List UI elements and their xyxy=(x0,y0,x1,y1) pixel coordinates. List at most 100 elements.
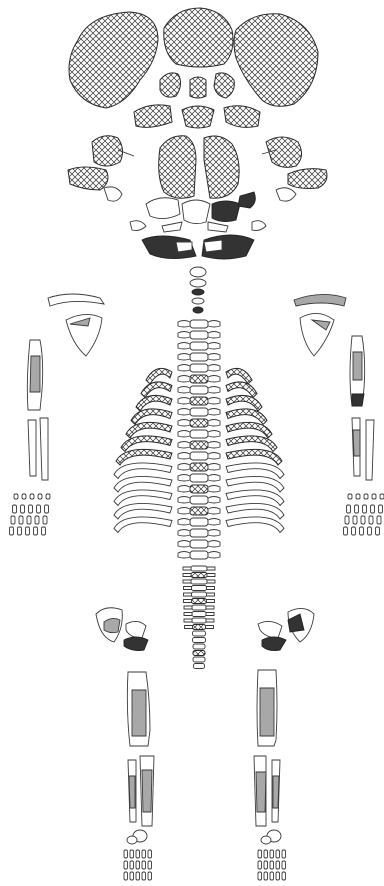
right-foot-bone-4-0 xyxy=(282,850,286,858)
left-hand-bone-1-2 xyxy=(19,516,23,524)
axis xyxy=(190,279,206,287)
right-foot-bone-1-0 xyxy=(264,850,268,858)
right-transverse-process-6 xyxy=(208,376,220,383)
left-maxilla xyxy=(68,167,108,190)
thoracic-vertebra-3 xyxy=(190,342,208,350)
lower-vertebra-10 xyxy=(193,625,206,630)
left-hand-bone-2-2 xyxy=(27,516,31,524)
thoracic-vertebra-15 xyxy=(190,474,208,482)
thoracic-vertebra-13 xyxy=(190,452,208,460)
right-foot xyxy=(258,830,286,880)
left-radius xyxy=(28,420,36,476)
right-hand-bone-4-3 xyxy=(376,527,380,535)
right-palatine xyxy=(238,192,255,208)
left-foot-bone-4-1 xyxy=(148,861,152,869)
right-hand-bone-2-3 xyxy=(360,527,364,535)
right-humerus-shaft xyxy=(353,352,362,380)
right-temporal-squama xyxy=(214,73,234,98)
right-hand-bone-1-0 xyxy=(356,494,360,499)
right-transverse-process-20 xyxy=(208,530,220,537)
thoracic-vertebra-17 xyxy=(190,496,208,504)
lower-left-process-10 xyxy=(185,626,193,629)
lower-right-process-8 xyxy=(206,613,214,616)
left-zygomatic xyxy=(92,136,123,166)
right-transverse-process-1 xyxy=(208,321,220,328)
left-foot-bone-4-0 xyxy=(148,850,152,858)
lumbar-sacral-vertebrae xyxy=(183,566,215,669)
lower-vertebra-11 xyxy=(193,631,206,636)
left-foot-bone-3-0 xyxy=(142,850,146,858)
lower-vertebra-8 xyxy=(192,612,206,617)
lower-vertebra-12 xyxy=(193,638,206,643)
left-hand-bone-0-3 xyxy=(10,527,14,535)
left-foot-bone-1-1 xyxy=(130,861,134,869)
right-transverse-process-21 xyxy=(208,541,220,548)
right-zygomatic xyxy=(266,137,302,167)
left-clavicle xyxy=(48,294,104,306)
right-hand-bone-1-3 xyxy=(352,527,356,535)
thoracic-vertebra-14 xyxy=(190,463,208,471)
right-hand-bone-1-2 xyxy=(353,516,357,524)
thoracic-vertebra-12 xyxy=(190,441,208,449)
lower-right-process-10 xyxy=(206,626,214,629)
right-foot-bone-4-2 xyxy=(282,872,286,880)
left-ilium-partial xyxy=(104,618,120,632)
left-transverse-process-8 xyxy=(178,398,190,405)
thoracic-vertebrae xyxy=(178,320,220,559)
right-transverse-process-3 xyxy=(208,343,220,350)
thoracic-vertebra-7 xyxy=(190,386,208,394)
right-hand-bone-3-2 xyxy=(369,516,373,524)
cervical-4 xyxy=(192,298,204,304)
cervical-5 xyxy=(193,307,203,313)
hyoid-left xyxy=(162,222,182,232)
thoracic-vertebra-10 xyxy=(190,419,208,427)
left-mandible-symphysis xyxy=(176,242,192,252)
lower-left-process-7 xyxy=(184,606,192,609)
skull xyxy=(68,8,327,259)
right-transverse-process-5 xyxy=(208,365,220,372)
left-temporal-squama xyxy=(160,73,181,97)
lower-left-process-4 xyxy=(184,587,192,590)
lower-vertebra-3 xyxy=(191,579,207,584)
right-hand-bone-4-1 xyxy=(379,505,383,513)
left-leg xyxy=(124,672,154,880)
left-transverse-process-21 xyxy=(178,541,190,548)
lower-right-process-2 xyxy=(207,574,215,577)
left-petrous xyxy=(104,187,122,201)
right-foot-bone-4-1 xyxy=(282,861,286,869)
lower-vertebra-9 xyxy=(192,618,206,623)
lower-left-process-3 xyxy=(183,580,191,583)
left-sphenoid-wing xyxy=(134,105,172,127)
left-nasal-palatine xyxy=(146,198,180,219)
right-transverse-process-7 xyxy=(208,387,220,394)
lower-right-process-4 xyxy=(207,587,215,590)
right-mandible-symphysis xyxy=(204,240,222,252)
right-transverse-process-11 xyxy=(208,431,220,438)
right-foot-bone-0-2 xyxy=(258,872,262,880)
right-transverse-process-2 xyxy=(208,332,220,339)
right-femur-shaft xyxy=(260,688,274,736)
right-scapula xyxy=(300,313,334,356)
lower-vertebra-14 xyxy=(193,651,205,656)
right-maxilla xyxy=(288,169,327,189)
right-foot-bone-3-2 xyxy=(276,872,280,880)
right-hand-bone-2-0 xyxy=(364,494,368,499)
left-foot-bone-4-2 xyxy=(148,872,152,880)
right-clavicle xyxy=(294,294,346,306)
left-hand-bone-0-2 xyxy=(11,516,15,524)
left-transverse-process-12 xyxy=(178,442,190,449)
right-transverse-process-17 xyxy=(208,497,220,504)
left-transverse-process-7 xyxy=(178,387,190,394)
lower-left-process-1 xyxy=(183,567,191,570)
left-transverse-process-5 xyxy=(178,365,190,372)
right-transverse-process-22 xyxy=(208,552,220,559)
left-transverse-process-6 xyxy=(178,376,190,383)
left-hand-bone-1-3 xyxy=(18,527,22,535)
left-transverse-process-11 xyxy=(178,431,190,438)
right-foot-bone-0-0 xyxy=(258,850,262,858)
left-transverse-process-13 xyxy=(178,453,190,460)
left-transverse-process-1 xyxy=(178,321,190,328)
left-transverse-process-2 xyxy=(178,332,190,339)
right-petrous xyxy=(276,188,296,201)
left-fibula-shaft xyxy=(129,776,135,808)
